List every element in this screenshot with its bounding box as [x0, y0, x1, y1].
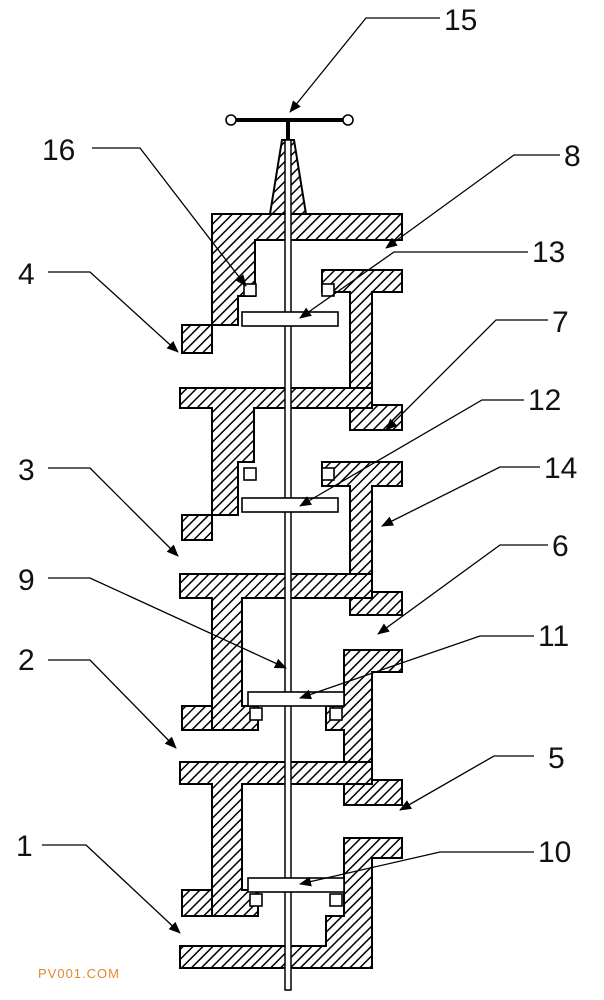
- label-14: 14: [544, 452, 577, 485]
- label-1: 1: [16, 830, 33, 863]
- section-3-right: [321, 461, 403, 616]
- label-16: 16: [42, 134, 75, 167]
- label-11: 11: [538, 620, 569, 653]
- label-5: 5: [548, 742, 565, 775]
- stem: [284, 139, 292, 991]
- valve-plate-11: [247, 691, 345, 707]
- label-8: 8: [564, 140, 581, 173]
- watermark: PV001.COM: [38, 966, 120, 981]
- label-12: 12: [528, 384, 561, 417]
- label-7: 7: [552, 306, 569, 339]
- label-9: 9: [18, 564, 35, 597]
- t-handle: [225, 114, 354, 140]
- label-2: 2: [18, 644, 35, 677]
- label-15: 15: [444, 4, 477, 37]
- top-cap: [181, 213, 403, 354]
- seal-rings: [243, 283, 343, 907]
- label-6: 6: [552, 530, 569, 563]
- valve-plate-13: [241, 311, 339, 327]
- label-3: 3: [18, 454, 35, 487]
- section-1-lower-left: [181, 889, 213, 917]
- leader-lines: [42, 17, 560, 934]
- label-10: 10: [538, 836, 571, 869]
- label-13: 13: [532, 236, 565, 269]
- valve-plate-10: [247, 877, 345, 893]
- section-1-right: [179, 837, 403, 969]
- section-3-left: [179, 387, 373, 541]
- section-2-lower-left: [181, 705, 213, 731]
- section-4-right: [321, 269, 403, 431]
- label-4: 4: [18, 258, 35, 291]
- valve-plate-12: [241, 497, 339, 513]
